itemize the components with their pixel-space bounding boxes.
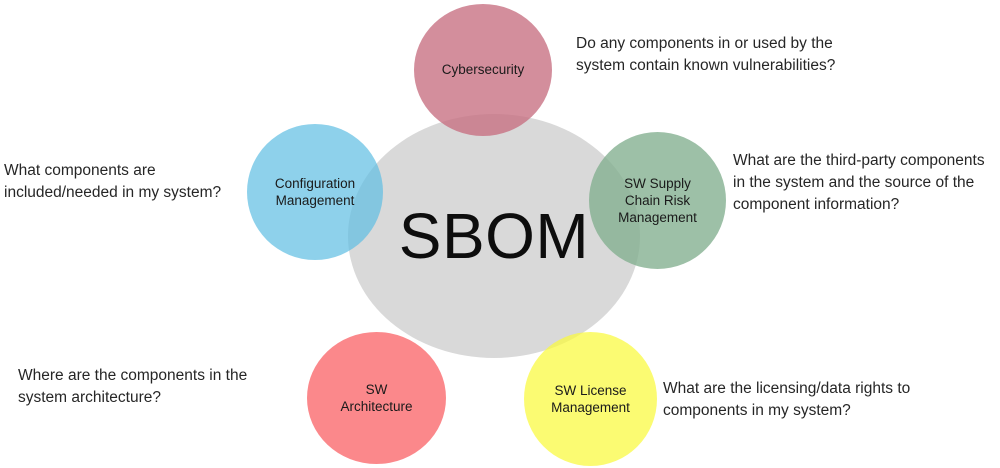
node-configuration-management-label: Configuration Management [274, 175, 356, 208]
callout-sw-architecture: Where are the components in the system a… [18, 367, 248, 406]
node-cybersecurity[interactable]: Cybersecurity [414, 4, 552, 136]
callout-configuration-management: What components are included/needed in m… [4, 162, 222, 201]
node-sw-architecture[interactable]: SW Architecture [307, 332, 446, 464]
node-cybersecurity-label: Cybersecurity [441, 62, 525, 78]
node-sw-architecture-label: SW Architecture [340, 381, 413, 414]
hub-label: SBOM [398, 200, 590, 272]
node-sw-supply-chain-risk-management-label: SW Supply Chain Risk Management [618, 175, 697, 226]
node-sw-license-management-label: SW License Management [551, 382, 630, 415]
hub-circle [348, 114, 640, 358]
node-configuration-management[interactable]: Configuration Management [247, 124, 383, 260]
node-sw-supply-chain-risk-management[interactable]: SW Supply Chain Risk Management [589, 132, 726, 269]
callout-cybersecurity: Do any components in or used by the syst… [576, 35, 836, 74]
callout-sw-license-management: What are the licensing/data rights to co… [663, 380, 911, 419]
node-sw-license-management[interactable]: SW License Management [524, 332, 657, 466]
callout-sw-supply-chain-risk-management: What are the third-party components in t… [733, 152, 985, 213]
